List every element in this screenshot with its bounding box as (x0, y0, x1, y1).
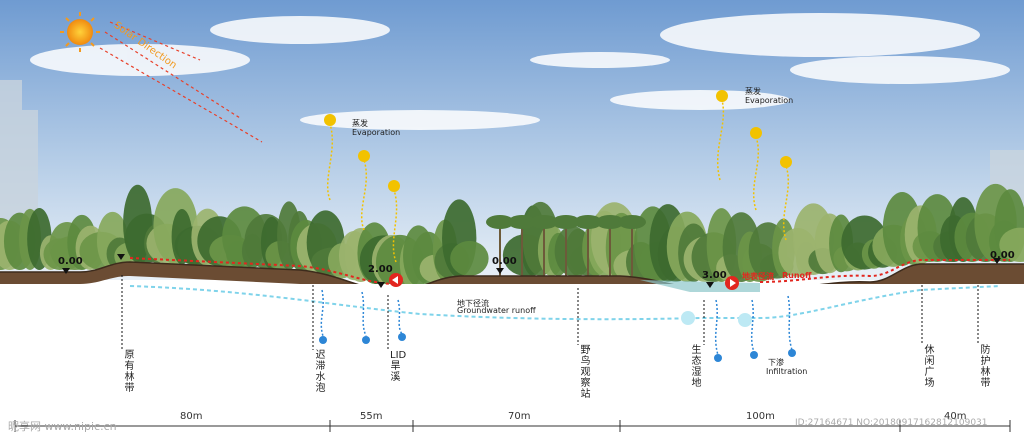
elevation-label: 0.00 (492, 256, 517, 267)
surface-runoff-en-label: Runoff (782, 271, 812, 280)
elevation-label: 2.00 (368, 264, 393, 275)
palm-canopy (618, 215, 646, 229)
elevation-label: 0.00 (58, 256, 83, 267)
groundwater-cn-label: 地下径流 (457, 299, 489, 308)
zone-leaders (121, 275, 979, 350)
segment-length: 100m (746, 411, 775, 422)
sun-icon (60, 12, 100, 52)
infiltration-cn-label: 下渗 (768, 358, 784, 367)
segment-length: 55m (360, 411, 383, 422)
clouds (30, 13, 1010, 130)
evaporation2-en-label: Evaporation (745, 96, 794, 105)
tree-canopy (450, 240, 489, 276)
zone-label: 休闲广场 (924, 345, 935, 389)
palm-canopy (574, 215, 602, 229)
surface-runoff-cn-label: 地表径流 (742, 272, 774, 281)
segment-length: 70m (508, 411, 531, 422)
groundwater-line (129, 285, 1001, 321)
vegetation (0, 183, 1024, 290)
solar-rays (99, 21, 263, 143)
groundwater-arrow-icon (738, 313, 752, 327)
zone-label: 原有林带 (124, 350, 135, 394)
zone-label: 野鸟观察站 (580, 345, 591, 400)
palm-canopy (530, 215, 558, 229)
zone-label: 迟滞水泡 (315, 350, 326, 394)
elevation-label: 0.00 (990, 250, 1015, 261)
elevation-label: 3.00 (702, 270, 727, 281)
tree-canopy (999, 227, 1024, 262)
evaporation-arrows (326, 99, 790, 263)
infiltration-arrow-icon (319, 333, 796, 362)
segment-length: 80m (180, 411, 203, 422)
infiltration-en-label: Infiltration (766, 367, 808, 376)
groundwater-en-label: Groundwater runoff (457, 306, 536, 315)
palm-canopy (596, 215, 624, 229)
evaporation2-cn-label: 蒸发 (745, 87, 761, 96)
evaporation-cn-label: 蒸发 (352, 119, 368, 128)
zone-label: 防护林带 (980, 345, 991, 389)
zone-label: 生态湿地 (691, 345, 702, 389)
elevation-marker-icon (62, 254, 1001, 288)
palm-canopy (486, 215, 514, 229)
watermark-right: ID:27164671 NO:20180917162812109031 (795, 418, 988, 428)
infiltration-arrows (320, 289, 793, 356)
palm-canopy (552, 215, 580, 229)
runoff-line-right (759, 259, 1010, 283)
scale-bar (14, 420, 1011, 432)
evaporation-arrow-icon (324, 90, 792, 192)
zone-label: LID旱溪 (390, 350, 407, 383)
segment-length: 40m (944, 411, 967, 422)
groundwater-arrow-icon (681, 311, 695, 325)
watermark-left: 昵享网 www.nipic.cn (8, 420, 117, 433)
palm-canopy (508, 215, 536, 229)
evaporation-en-label: Evaporation (352, 128, 401, 137)
